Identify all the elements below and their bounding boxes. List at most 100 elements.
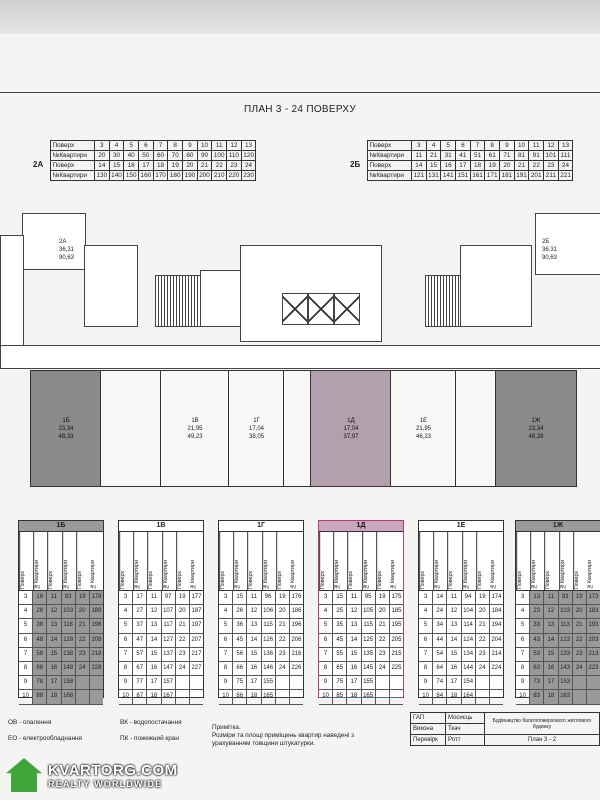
table-cell: 38	[33, 619, 48, 633]
floor-table-header-cell: №Квартири	[50, 150, 95, 161]
table-cell: 21	[476, 619, 490, 633]
table-cell: 206	[291, 636, 302, 643]
floor-table-cell: 20	[499, 160, 515, 171]
column-header: №Квартири	[133, 532, 148, 590]
floor-table-cell: 180	[167, 170, 184, 181]
table-cell: 7	[516, 647, 531, 661]
table-cell: 22	[276, 633, 290, 647]
table-cell: 11	[544, 591, 559, 605]
table-cell: 107	[162, 605, 176, 619]
table-cell: 8	[516, 661, 531, 676]
floor-table-cell: 31	[440, 150, 457, 161]
table-cell: 20	[572, 605, 587, 619]
floor-table-cell: 130	[94, 170, 110, 181]
corridor	[0, 345, 600, 369]
floor-table-cell: 21	[196, 160, 213, 171]
house-logo-icon	[6, 758, 42, 792]
table-cell: 147	[162, 661, 176, 676]
table-cell: 63	[530, 661, 545, 676]
table-cell	[176, 690, 190, 704]
table-cell: 14	[247, 633, 262, 647]
table-cell: 105	[362, 605, 376, 619]
floor-table-cell: 11	[211, 140, 228, 151]
table-cell: 13	[47, 619, 62, 633]
apartment-bath-1	[100, 370, 162, 487]
table-cell: 226	[291, 664, 302, 671]
table-cell: 198	[89, 619, 104, 633]
table-cell: 19	[572, 591, 587, 605]
table-cell: 17	[447, 676, 462, 690]
table-cell: 163	[558, 690, 573, 704]
column-header: Поверх	[475, 532, 490, 590]
table-cell: 10	[119, 690, 134, 704]
apt-2b-id: 2Б	[542, 239, 550, 245]
table-cell: 11	[447, 591, 462, 605]
table-cell: 95	[362, 591, 376, 605]
table-cell: 21	[75, 619, 90, 633]
scan-margin	[0, 0, 600, 34]
table-cell: 75	[233, 676, 248, 690]
room-block-right	[460, 245, 532, 327]
table-cell: 106	[262, 605, 276, 619]
table-cell: 127	[162, 633, 176, 647]
table-cell: 93	[558, 591, 573, 605]
table-cell: 6	[319, 633, 334, 647]
table-cell: 11	[347, 591, 362, 605]
table-cell: 19	[276, 591, 290, 605]
floor-table-cell: 17	[138, 160, 154, 171]
table-cell: 16	[247, 661, 262, 676]
table-cell	[572, 676, 587, 690]
table-cell: 173	[586, 591, 600, 605]
table-cell: 134	[462, 647, 476, 661]
floor-table-cell: 16	[123, 160, 140, 171]
table-cell: 26	[233, 605, 248, 619]
column-header: №Квартири	[461, 532, 476, 590]
left-edge-room	[0, 235, 24, 347]
column-header: №Квартири	[333, 532, 348, 590]
table-cell: 8	[219, 661, 234, 676]
floor-table-cell: 13	[557, 140, 574, 151]
table-cell: 8	[319, 661, 334, 676]
table-cell: 96	[262, 591, 276, 605]
table-cell: 7	[219, 647, 234, 661]
apt-1g-id: 1Г	[253, 418, 260, 424]
table-cell: 7	[19, 647, 34, 661]
staircase-left	[155, 275, 202, 327]
column-header: №Квартири	[433, 532, 448, 590]
table-cell: 4	[19, 605, 34, 619]
table-cell: 13	[544, 619, 559, 633]
floor-table-cell: 8	[484, 140, 501, 151]
floor-table-cell: 11	[528, 140, 545, 151]
floor-table-cell: 171	[484, 170, 501, 181]
legend-note: Примітка. Розміри та площі приміщень ква…	[212, 724, 392, 748]
table-cell: 55	[333, 647, 348, 661]
table-cell: 5	[119, 619, 134, 633]
floor-table-cell: 18	[152, 160, 169, 171]
table-cell	[390, 676, 403, 689]
floor-table-cell: 111	[557, 150, 574, 161]
table-cell: 3	[419, 591, 434, 605]
table-cell: 9	[419, 676, 434, 690]
table-cell: 14	[544, 633, 559, 647]
table-cell: 94	[462, 591, 476, 605]
table-cell: 87	[133, 690, 148, 704]
table-cell: 184	[491, 608, 502, 615]
column-header: Поверх	[219, 532, 234, 590]
